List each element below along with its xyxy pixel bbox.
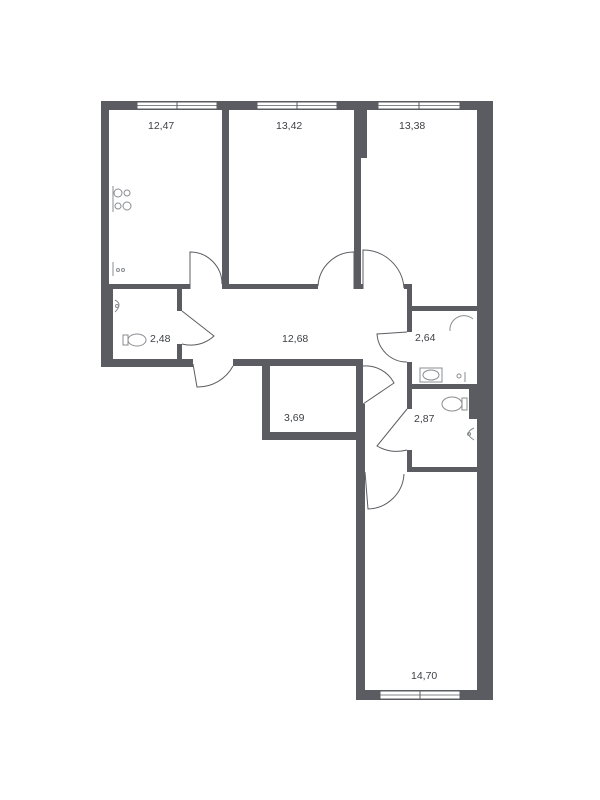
wall-bath2-right-notch [469, 389, 477, 419]
wall-bath1-top [407, 306, 477, 311]
washbasin-icon [419, 367, 443, 383]
door-entrance [192, 363, 234, 388]
wall-hall-top-1 [182, 284, 190, 289]
area-room-2: 13,42 [276, 120, 302, 132]
area-bath-2: 2,87 [414, 413, 435, 425]
area-hall: 12,68 [282, 333, 308, 345]
wall-wc-right-low [177, 344, 182, 364]
wall-left-room1 [101, 101, 109, 367]
toilet-icon [122, 333, 147, 347]
wall-wc-right [177, 289, 182, 311]
toilet-2-icon [441, 396, 468, 412]
kitchen-sink-icon [112, 262, 125, 276]
door-storage [362, 365, 395, 405]
walls [101, 101, 493, 700]
shower-icon [449, 315, 474, 332]
wall-bath1-bath2 [407, 384, 477, 389]
wall-bath1-left-low [407, 362, 412, 386]
wall-room1-wc [101, 284, 183, 289]
wall-storage-left [262, 366, 270, 440]
hob-icon [112, 186, 132, 212]
doors [181, 249, 408, 510]
room-labels: 12,47 13,42 13,38 12,68 2,48 2,64 3,69 2… [148, 120, 437, 682]
door-bath2 [376, 408, 408, 452]
wall-hall-top-2 [222, 284, 318, 289]
door-bath1 [376, 331, 408, 363]
door-room2 [317, 251, 355, 289]
bath2-sink-icon [467, 427, 475, 441]
wall-storage-bottom [262, 432, 362, 440]
wall-right-outer [477, 101, 493, 699]
area-wc-1: 2,48 [150, 333, 171, 345]
wall-hall-bottom [233, 359, 363, 366]
wall-bath2-bottom [407, 467, 477, 472]
windows [136, 101, 461, 700]
wall-storage-right [356, 366, 363, 404]
wall-hall-top-3 [354, 284, 363, 289]
door-wc [181, 310, 215, 346]
wall-bottom-wc [101, 359, 193, 367]
door-room4 [364, 471, 405, 510]
area-bath-1: 2,64 [415, 332, 436, 344]
area-room-4: 14,70 [411, 670, 437, 682]
wc-sink-icon [114, 299, 120, 313]
wall-room1-room2 [222, 110, 229, 288]
wall-bath2-left [407, 389, 412, 409]
wall-wc-inner-left [109, 289, 113, 359]
area-storage: 3,69 [284, 412, 305, 424]
door-room1 [189, 251, 223, 289]
wall-room3-step [361, 110, 367, 158]
door-room3 [362, 249, 405, 289]
area-room-1: 12,47 [148, 120, 174, 132]
tap-icon [456, 372, 466, 382]
wall-corridor-left [356, 404, 365, 700]
wall-bath2-left-low [407, 450, 412, 472]
area-room-3: 13,38 [399, 120, 425, 132]
fixtures [112, 186, 475, 441]
wall-room2-room3 [354, 110, 361, 288]
